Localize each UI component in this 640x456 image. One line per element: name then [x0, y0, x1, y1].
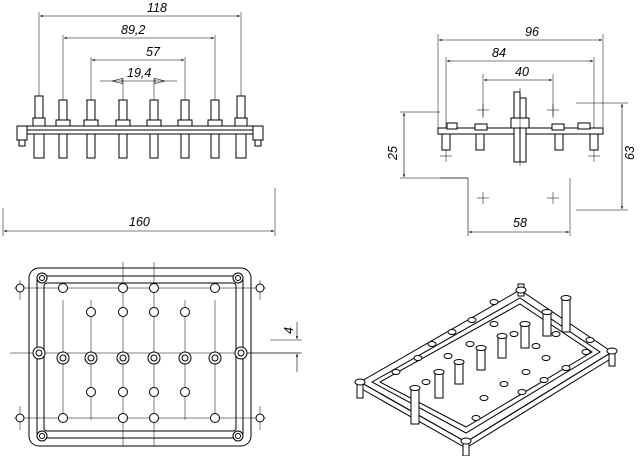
dim-label-19-4: 19,4: [127, 66, 151, 80]
dim-label-84: 84: [492, 46, 506, 60]
plan-hole-grid: [58, 283, 220, 423]
plan-mounting-holes: [15, 272, 265, 442]
iso-mounting-posts: [354, 283, 618, 456]
dim-label-57: 57: [146, 45, 161, 59]
side-view: 96 84 40 25 63 58: [386, 25, 637, 236]
plan-outer-frame: [28, 267, 252, 447]
iso-outer-frame: [358, 289, 613, 443]
front-view: 118 89,2 57 19,4: [2, 1, 276, 236]
dim-label-118: 118: [147, 1, 167, 15]
dim-label-160: 160: [129, 215, 150, 229]
isometric-view: [354, 283, 618, 456]
plan-view: 4: [10, 262, 302, 447]
dim-label-58: 58: [513, 216, 527, 230]
dim-label-63: 63: [623, 146, 637, 160]
iso-terminal-studs: [409, 295, 572, 425]
dim-label-4: 4: [282, 327, 296, 334]
dim-label-96: 96: [525, 25, 539, 39]
dim-label-89-2: 89,2: [121, 23, 145, 37]
front-terminal-posts: [32, 95, 248, 159]
front-extension-lines: [38, 12, 242, 100]
plan-terminal-row: [32, 346, 248, 365]
dim-label-40: 40: [515, 65, 529, 79]
iso-plate-holes: [391, 299, 595, 421]
dim-label-25: 25: [386, 146, 400, 161]
side-extension-lines: [400, 34, 628, 211]
